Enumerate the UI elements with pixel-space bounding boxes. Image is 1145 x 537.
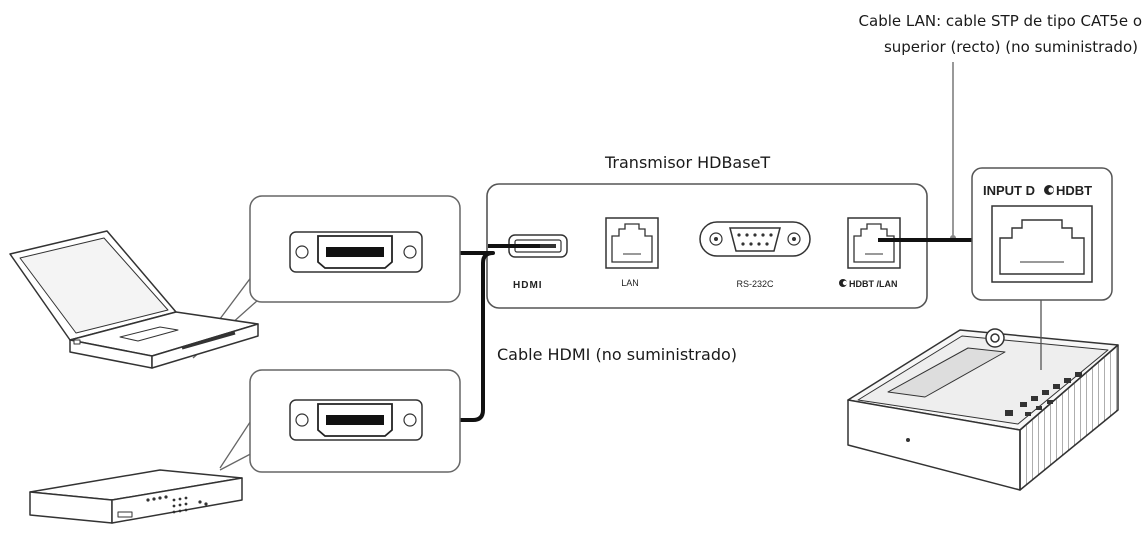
transmitter-hdmi-label: HDMI (513, 280, 543, 291)
projector-icon (847, 328, 1119, 491)
hdbaset-transmitter: HDMI LAN RS-232C (486, 183, 928, 309)
laptop-hdmi-callout (192, 195, 461, 359)
projector-hdbt-logo-icon (1044, 185, 1054, 195)
transmitter-lan-label: LAN (621, 278, 639, 288)
lan-cable-label-line2: superior (recto) (no suministrado) (884, 38, 1138, 56)
projector-input-d-callout: INPUT D HDBT (971, 167, 1113, 301)
lan-cable-label-line1: Cable LAN: cable STP de tipo CAT5e o (859, 12, 1142, 30)
transmitter-rs232c-label: RS-232C (736, 279, 774, 289)
hdbt-logo-icon (839, 279, 848, 287)
transmitter-hdbt-lan-port (847, 217, 901, 269)
laptop-hdmi-port (289, 231, 423, 273)
projector-lan-port (991, 205, 1093, 283)
hdmi-cable-label: Cable HDMI (no suministrado) (497, 345, 737, 364)
projector-input-d-label: INPUT D (983, 183, 1035, 198)
transmitter-rs232c-port (699, 221, 811, 257)
transmitter-lan-port (605, 217, 659, 269)
player-hdmi-port (289, 399, 423, 441)
transmitter-label: Transmisor HDBaseT (604, 153, 770, 172)
laptop-icon (9, 230, 259, 369)
transmitter-hdbt-lan-label: HDBT /LAN (849, 279, 898, 289)
blu-ray-player-icon (29, 469, 243, 524)
projector-hdbt-label: HDBT (1056, 183, 1092, 198)
player-hdmi-callout (219, 369, 461, 473)
hdmi-cables (360, 244, 540, 422)
